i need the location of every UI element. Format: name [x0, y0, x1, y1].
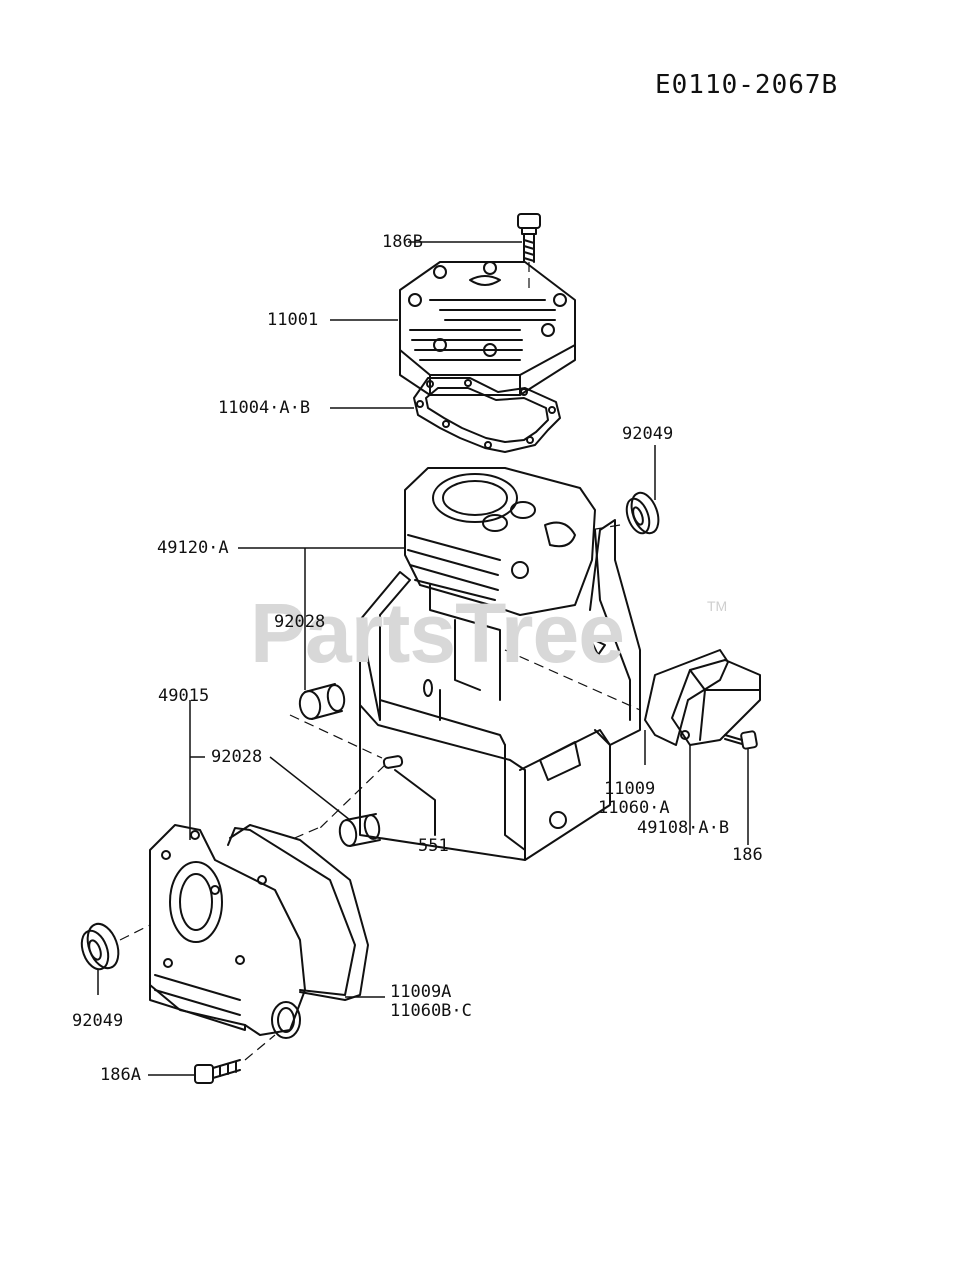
callout-92028-upper[interactable]: 92028 — [274, 612, 326, 632]
gasket-11009A — [229, 824, 369, 1001]
bolt-186B — [517, 213, 541, 263]
watermark-text: PartsTree — [250, 586, 625, 680]
bushing-92028-lower — [338, 813, 381, 847]
head-gasket-11004 — [413, 377, 561, 453]
oil-seal-92049-top — [625, 491, 660, 535]
callout-49120[interactable]: 49120·A — [157, 538, 229, 558]
crankcase-block-49120 — [359, 467, 641, 861]
callout-551[interactable]: 551 — [418, 836, 449, 856]
leader-lines — [97, 241, 749, 1076]
assembly-lines — [119, 262, 736, 1061]
callout-92028-lower[interactable]: 92028 — [211, 747, 263, 767]
callout-11004[interactable]: 11004·A·B — [218, 398, 311, 418]
dowel-pin-551 — [382, 755, 436, 836]
callout-11060BC[interactable]: 11060B·C — [390, 1001, 472, 1021]
bushing-92028-upper — [298, 683, 346, 720]
callout-92049-bottom[interactable]: 92049 — [72, 1011, 124, 1031]
callout-11009[interactable]: 11009 — [604, 779, 656, 799]
breather-cover-49108 — [671, 659, 761, 746]
bolt-186 — [724, 730, 758, 750]
callout-11009A[interactable]: 11009A — [390, 982, 452, 1002]
callout-11060A[interactable]: 11060·A — [598, 798, 670, 818]
callout-92049-top[interactable]: 92049 — [622, 424, 674, 444]
callout-186[interactable]: 186 — [732, 845, 763, 865]
crankcase-cover-49015 — [149, 824, 356, 1039]
diagram-reference-code: E0110-2067B — [655, 70, 839, 100]
oil-seal-92049-bottom — [80, 922, 120, 971]
cylinder-head-11001 — [399, 261, 576, 396]
callout-186A[interactable]: 186A — [100, 1065, 141, 1085]
bolt-186A — [194, 1059, 241, 1084]
gasket-11009 — [644, 649, 729, 746]
watermark-trademark: TM — [707, 598, 728, 614]
callout-186B[interactable]: 186B — [382, 232, 423, 252]
callout-11001[interactable]: 11001 — [267, 310, 319, 330]
callout-49108[interactable]: 49108·A·B — [637, 818, 730, 838]
callout-49015[interactable]: 49015 — [158, 686, 210, 706]
